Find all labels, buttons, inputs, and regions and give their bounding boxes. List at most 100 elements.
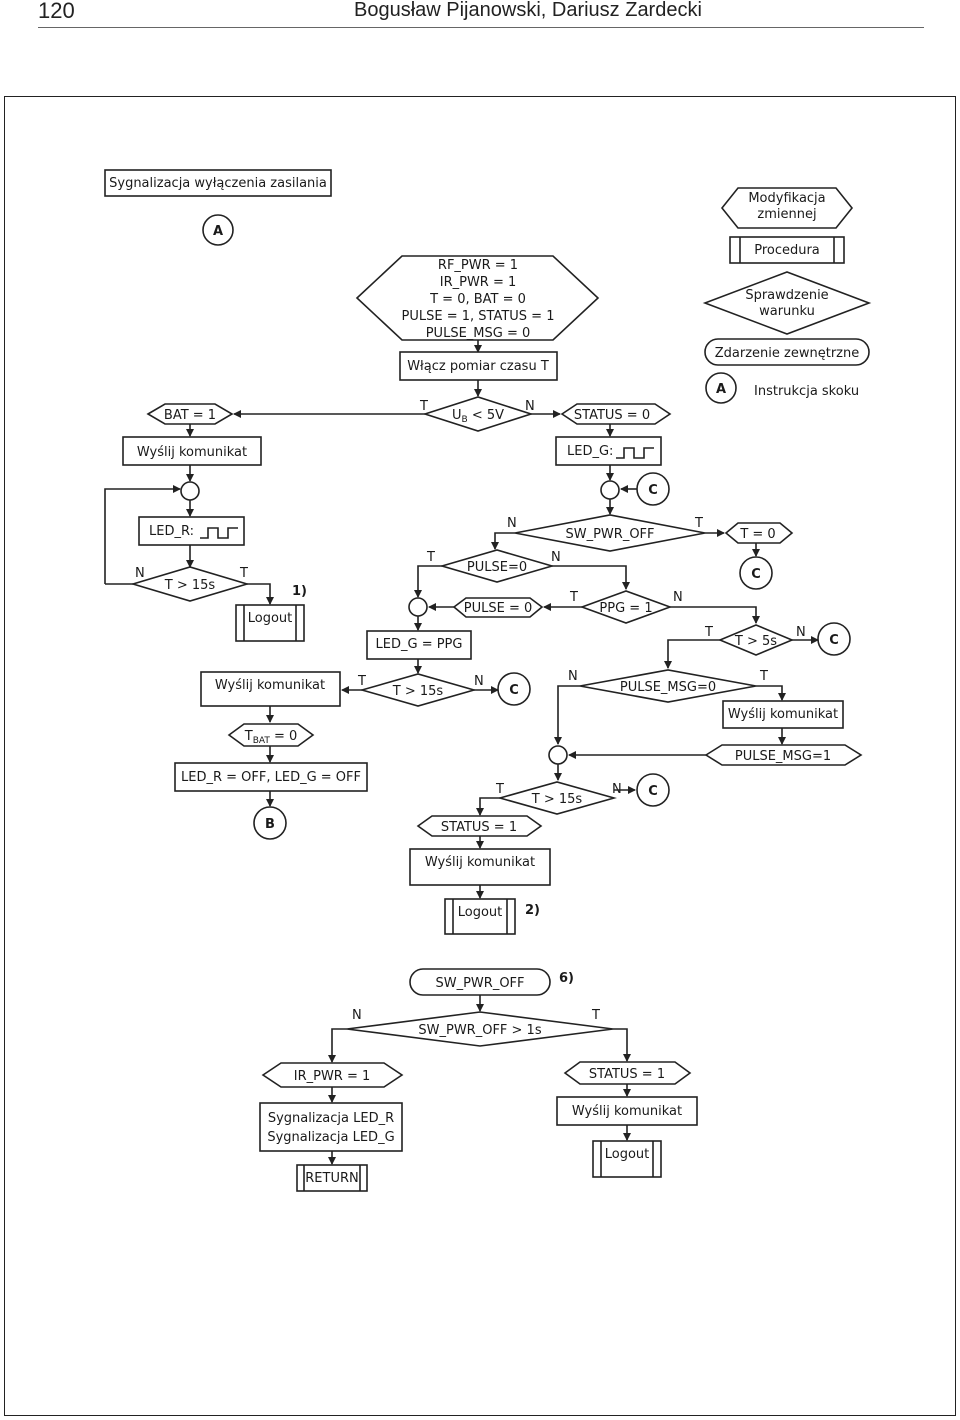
- merge-pulse-msg: [548, 745, 568, 765]
- connector-c-3: C: [817, 622, 851, 656]
- led-g-ppg-label: LED_G = PPG: [376, 637, 463, 652]
- set-status-1-b: STATUS = 1: [563, 1061, 692, 1085]
- init-line-2: IR_PWR = 1: [440, 275, 517, 290]
- event-power-off-signal: Sygnalizacja wyłączenia zasilania: [104, 169, 332, 197]
- logout-1-label: Logout: [248, 611, 293, 626]
- set-status-0: STATUS = 0: [560, 403, 672, 425]
- led-g-blink: LED_G:: [555, 436, 662, 466]
- note-2: 2): [525, 903, 540, 918]
- send-message-4: Wyślij komunikat: [409, 848, 551, 886]
- branch-n: N: [796, 625, 806, 640]
- return-label: RETURN: [305, 1171, 358, 1186]
- check-ppg-label: PPG = 1: [599, 601, 652, 616]
- check-t15-left: T > 15s: [130, 566, 250, 602]
- connector-c-4: C: [497, 672, 531, 706]
- set-pulse-0: PULSE = 0: [452, 597, 544, 618]
- logout-2-label: Logout: [458, 905, 503, 920]
- signal-leds: Sygnalizacja LED_R Sygnalizacja LED_G: [259, 1102, 403, 1152]
- event-sw-pwr-off: SW_PWR_OFF: [409, 968, 551, 996]
- check-pulse-label: PULSE=0: [467, 560, 527, 575]
- legend-event: Zdarzenie zewnętrzne: [704, 338, 870, 366]
- reset-timer: T = 0: [724, 522, 794, 544]
- connector-a: A: [202, 214, 234, 246]
- led-g-ppg: LED_G = PPG: [366, 630, 472, 660]
- header-rule: [38, 27, 924, 28]
- legend: Modyfikacja zmiennej Procedura Sprawdzen…: [702, 187, 872, 404]
- check-sw-pwr-off-label: SW_PWR_OFF: [565, 527, 654, 542]
- legend-condition-line1: Sprawdzenie: [745, 288, 828, 303]
- connector-c-5-label: C: [648, 784, 658, 799]
- set-pulse-0-label: PULSE = 0: [464, 601, 533, 616]
- set-status-0-label: STATUS = 0: [574, 408, 650, 423]
- led-r-label: LED_R:: [149, 524, 194, 539]
- legend-condition: Sprawdzenie warunku: [702, 271, 872, 335]
- send-message-5: Wyślij komunikat: [556, 1096, 698, 1126]
- check-sw-pwr-off-duration: SW_PWR_OFF > 1s: [346, 1011, 614, 1047]
- logout-3-label: Logout: [605, 1147, 650, 1162]
- branch-n: N: [568, 669, 578, 684]
- connector-b-label: B: [265, 817, 275, 832]
- event-sw-pwr-off-label: SW_PWR_OFF: [435, 976, 524, 991]
- branch-t: T: [759, 669, 768, 684]
- legend-jump-label: Instrukcja skoku: [754, 384, 859, 399]
- connector-c-2-label: C: [751, 567, 761, 582]
- note-6: 6): [559, 971, 574, 986]
- legend-event-label: Zdarzenie zewnętrzne: [715, 346, 859, 361]
- leds-off-label: LED_R = OFF, LED_G = OFF: [181, 770, 361, 785]
- connector-c-1: C: [636, 472, 670, 506]
- legend-modification-line2: zmiennej: [757, 207, 816, 222]
- init-line-3: T = 0, BAT = 0: [429, 292, 526, 307]
- branch-n: N: [352, 1008, 362, 1023]
- set-status-1-b-label: STATUS = 1: [589, 1067, 665, 1082]
- branch-t: T: [495, 782, 504, 797]
- check-t5-label: T > 5s: [734, 634, 777, 649]
- set-status-1-label: STATUS = 1: [441, 820, 517, 835]
- check-t5: T > 5s: [717, 624, 795, 656]
- check-pulse-msg-label: PULSE_MSG=0: [620, 680, 716, 695]
- legend-jump-symbol: A: [716, 382, 726, 397]
- check-ppg: PPG = 1: [579, 590, 673, 624]
- set-tbat-label: TBAT = 0: [244, 729, 298, 746]
- send-message-3-label: Wyślij komunikat: [728, 707, 838, 722]
- init-line-5: PULSE_MSG = 0: [426, 326, 531, 341]
- event-power-off-label: Sygnalizacja wyłączenia zasilania: [109, 176, 327, 191]
- connector-a-label: A: [213, 224, 223, 239]
- start-timer-label: Włącz pomiar czasu T: [407, 359, 549, 374]
- merge-right-top: [600, 480, 620, 500]
- send-message-2-label: Wyślij komunikat: [215, 678, 325, 693]
- logout-3: Logout: [592, 1140, 662, 1178]
- branch-t: T: [569, 590, 578, 605]
- set-pulse-msg: PULSE_MSG=1: [704, 744, 863, 766]
- branch-t: T: [591, 1008, 600, 1023]
- led-g-label: LED_G:: [567, 444, 613, 459]
- check-t15-left-label: T > 15s: [164, 578, 216, 593]
- signal-led-r-label: Sygnalizacja LED_R: [268, 1111, 394, 1126]
- send-message-5-label: Wyślij komunikat: [572, 1104, 682, 1119]
- logout-2: Logout: [444, 898, 516, 935]
- branch-t: T: [694, 516, 703, 531]
- branch-t: T: [704, 625, 713, 640]
- send-message-2: Wyślij komunikat: [200, 671, 341, 707]
- legend-jump: A Instrukcja skoku: [705, 372, 859, 404]
- legend-procedure-label: Procedura: [754, 243, 820, 258]
- figure-frame: [4, 96, 956, 1416]
- branch-n: N: [551, 550, 561, 565]
- check-t15-bottom: T > 15s: [497, 781, 617, 815]
- branch-t: T: [239, 566, 248, 581]
- send-message-1-label: Wyślij komunikat: [137, 445, 247, 460]
- branch-n: N: [135, 566, 145, 581]
- set-pulse-msg-label: PULSE_MSG=1: [735, 749, 831, 764]
- set-ir-pwr: IR_PWR = 1: [261, 1062, 404, 1088]
- connector-b: B: [253, 806, 287, 840]
- merge-pulse: [408, 597, 428, 617]
- init-variables: RF_PWR = 1 IR_PWR = 1 T = 0, BAT = 0 PUL…: [355, 255, 600, 341]
- set-tbat: TBAT = 0: [227, 723, 315, 747]
- branch-n: N: [525, 399, 535, 414]
- connector-c-5: C: [636, 773, 670, 807]
- check-t15-bottom-label: T > 15s: [531, 792, 583, 807]
- branch-t: T: [357, 674, 366, 689]
- check-sw-pwr-off: SW_PWR_OFF: [514, 514, 706, 552]
- connector-c-1-label: C: [648, 483, 658, 498]
- start-timer: Włącz pomiar czasu T: [399, 351, 558, 381]
